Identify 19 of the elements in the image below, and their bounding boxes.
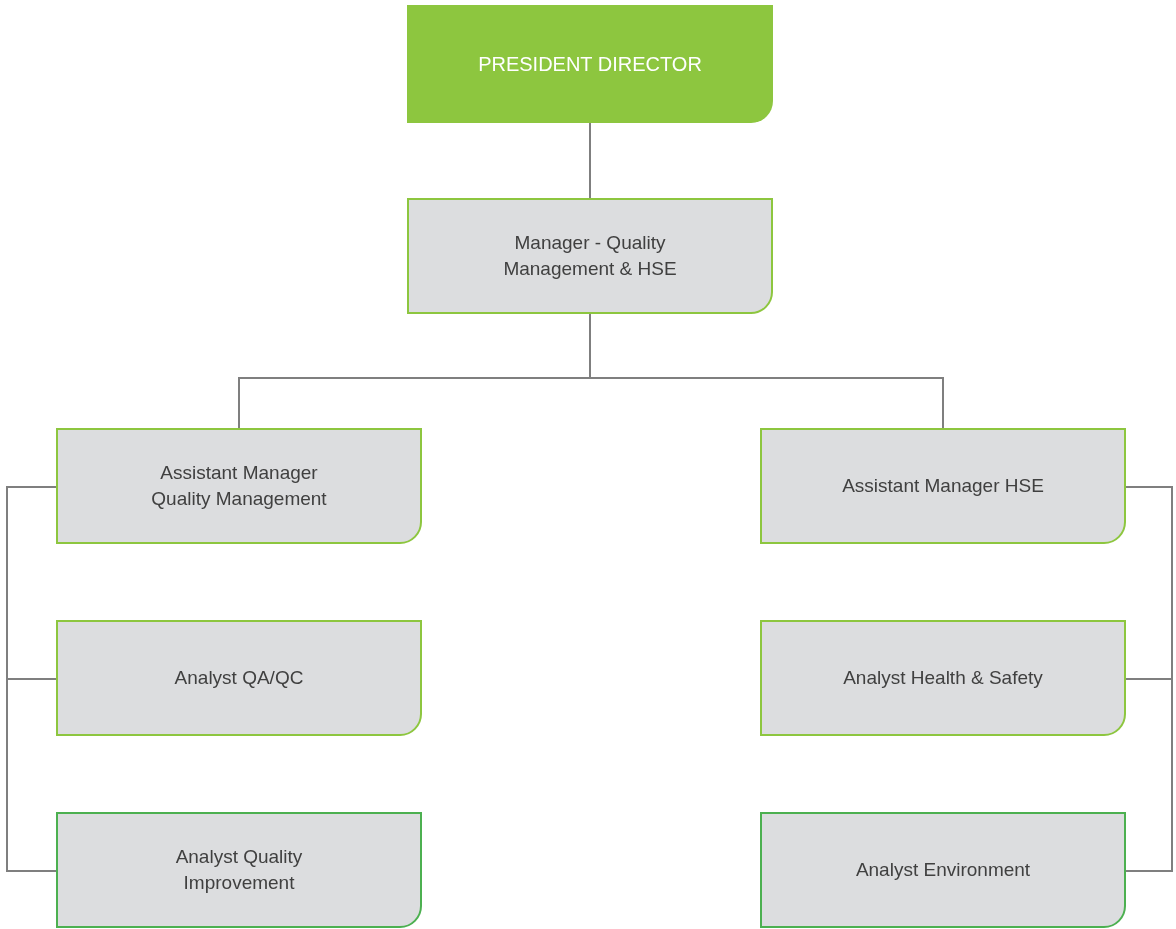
role-title: Manager - Quality Management & HSE bbox=[502, 231, 678, 281]
role-title: Analyst Quality Improvement bbox=[174, 845, 304, 895]
role-title: Analyst Environment bbox=[855, 858, 1031, 882]
role-title: PRESIDENT DIRECTOR bbox=[478, 52, 702, 77]
title-box bbox=[407, 5, 773, 123]
role-title: Analyst Health & Safety bbox=[843, 666, 1043, 690]
role-title: Analyst QA/QC bbox=[174, 666, 304, 690]
role-box bbox=[56, 620, 422, 736]
connector-line bbox=[6, 486, 57, 872]
role-title: Assistant Manager HSE bbox=[842, 474, 1044, 498]
role-box bbox=[760, 428, 1126, 544]
role-box bbox=[56, 812, 422, 928]
connector-line bbox=[589, 122, 591, 199]
connector-line bbox=[1125, 486, 1173, 872]
role-box bbox=[760, 812, 1126, 928]
role-box bbox=[407, 198, 773, 314]
role-box bbox=[56, 428, 422, 544]
role-box bbox=[760, 620, 1126, 736]
role-title: Assistant Manager Quality Management bbox=[150, 461, 328, 511]
